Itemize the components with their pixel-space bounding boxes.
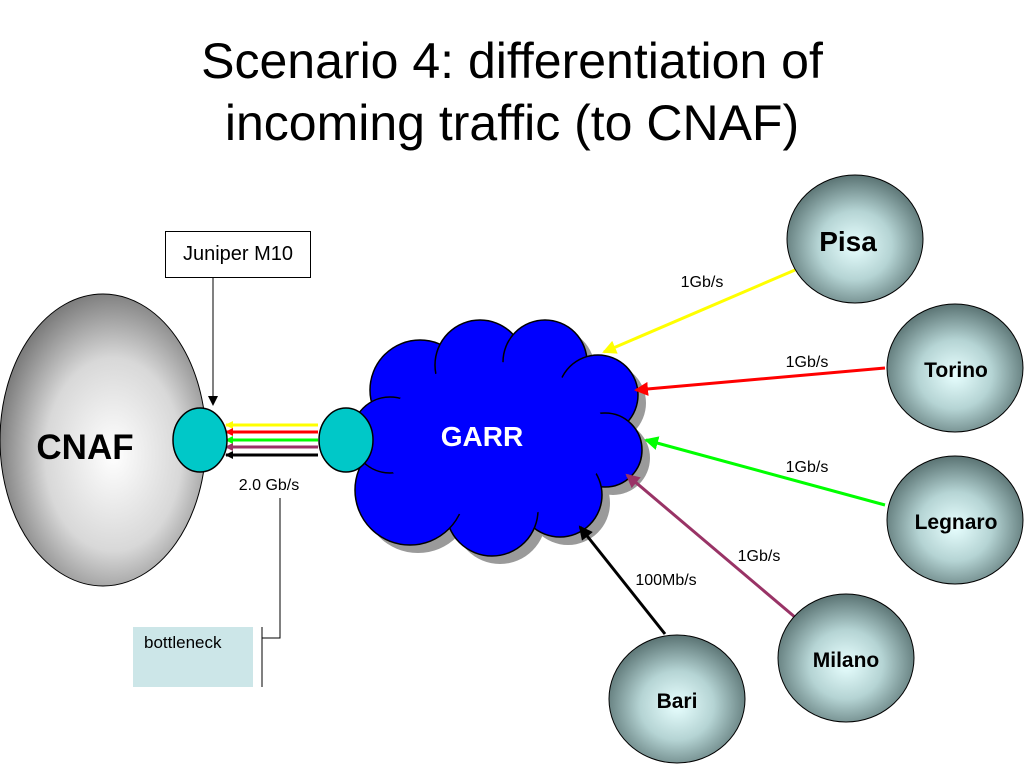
- bari-link-label: 100Mb/s: [635, 572, 696, 589]
- garr-router: [318, 407, 374, 473]
- bari-node: [608, 634, 746, 764]
- milano-link-label: 1Gb/s: [738, 548, 781, 565]
- juniper-m10-label: Juniper M10: [165, 231, 311, 278]
- cnaf-garr-link-bundle: [225, 421, 318, 459]
- cnaf-label: CNAF: [36, 428, 133, 467]
- torino-label: Torino: [924, 359, 988, 382]
- milano-node: [777, 593, 915, 723]
- pisa-node: [786, 174, 924, 304]
- cnaf-router: [172, 407, 228, 473]
- bari-label: Bari: [657, 690, 698, 713]
- garr-label: GARR: [441, 421, 523, 452]
- title-line-2: incoming traffic (to CNAF): [224, 95, 800, 151]
- legnaro-node: [886, 455, 1024, 585]
- bottleneck-label: bottleneck: [133, 627, 253, 687]
- torino-node: [886, 303, 1024, 433]
- torino-link-label: 1Gb/s: [786, 354, 829, 371]
- legnaro-label: Legnaro: [915, 511, 998, 534]
- bottleneck-callout-line: [262, 498, 281, 639]
- title-line-1: Scenario 4: differentiation of: [201, 33, 823, 89]
- legnaro-link: [644, 436, 886, 507]
- slide-title: Scenario 4: differentiation of incoming …: [0, 30, 1024, 154]
- pisa-link-label: 1Gb/s: [681, 274, 724, 291]
- legnaro-link-label: 1Gb/s: [786, 459, 829, 476]
- garr-cloud-fill: [383, 362, 607, 518]
- milano-link: [625, 473, 797, 620]
- pisa-link: [602, 268, 796, 354]
- pisa-label: Pisa: [819, 226, 877, 257]
- cnaf-garr-link-label: 2.0 Gb/s: [239, 477, 299, 494]
- bari-link: [578, 525, 667, 635]
- milano-label: Milano: [813, 649, 880, 672]
- torino-link: [634, 366, 886, 396]
